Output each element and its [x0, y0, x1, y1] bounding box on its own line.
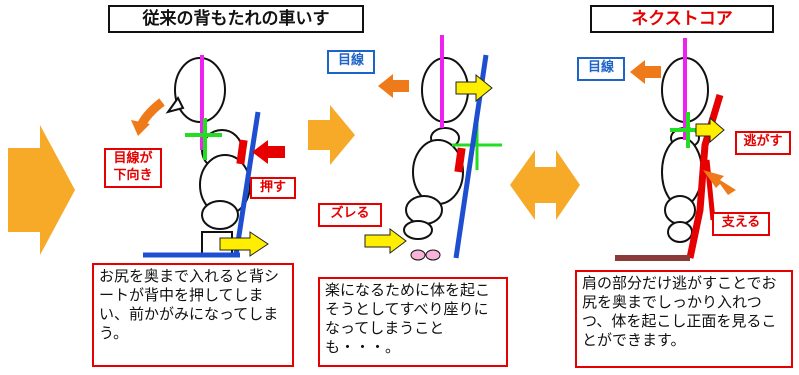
panel3-support-arrow — [703, 170, 736, 195]
panel2-description: 楽になるために体を起こそうとしてすべり座りになってしまうことも・・・。 — [318, 277, 508, 367]
panel2-gaze-arrow — [378, 74, 409, 98]
panel3-hip — [664, 195, 696, 225]
panel1-hip — [201, 200, 239, 230]
double-arrow — [510, 150, 580, 220]
panel1-push-tag: 押す — [250, 177, 296, 199]
panel3-thigh — [667, 221, 693, 243]
panel2-pressure-bar — [454, 147, 466, 173]
panel3-title: ネクストコア — [590, 5, 774, 33]
panel2-slip-arrow — [364, 228, 407, 254]
panel1-slide-arrow — [219, 231, 269, 257]
panel1-head-point — [165, 96, 185, 114]
panel1-backrest — [233, 111, 261, 256]
panel1-title: 従来の背もたれの車いす — [108, 5, 364, 33]
panel2-foot2 — [425, 249, 441, 261]
panel3-gaze-arrow — [630, 60, 661, 84]
panel3-gaze-tag: 目線 — [577, 57, 625, 81]
panel3-description: 肩の部分だけ逃がすことでお尻を奥までしっかり入れつつ、体を起こし正面を見ることが… — [575, 270, 793, 368]
panel2-torso — [412, 139, 464, 205]
mid-arrow — [308, 105, 355, 165]
panel3-release-arrow — [695, 116, 725, 144]
panel2-hip — [405, 195, 443, 225]
panel2-slip-tag: ズレる — [318, 203, 382, 227]
panel1-description: お尻を奥まで入れると背シートが背中を押してしまい、前かがみになってしまう。 — [92, 263, 294, 367]
panel2-back-arrow — [455, 73, 493, 103]
panel1-pressure-bar — [236, 139, 248, 165]
panel2-thigh — [403, 220, 433, 240]
panel1-gaze-arrowhead — [131, 120, 150, 136]
panel3-support-tag: 支える — [712, 212, 770, 236]
panel3-lower-support — [704, 159, 716, 221]
panel1-push-arrow — [252, 140, 285, 164]
panel3-release-tag: 逃がす — [735, 131, 791, 155]
panel2-figure — [403, 57, 469, 240]
left-big-arrow — [8, 125, 75, 255]
panel2-gaze-tag: 目線 — [327, 50, 375, 74]
panel1-gaze-tag: 目線が 下向き — [104, 148, 162, 188]
panel2-foot1 — [410, 249, 426, 261]
